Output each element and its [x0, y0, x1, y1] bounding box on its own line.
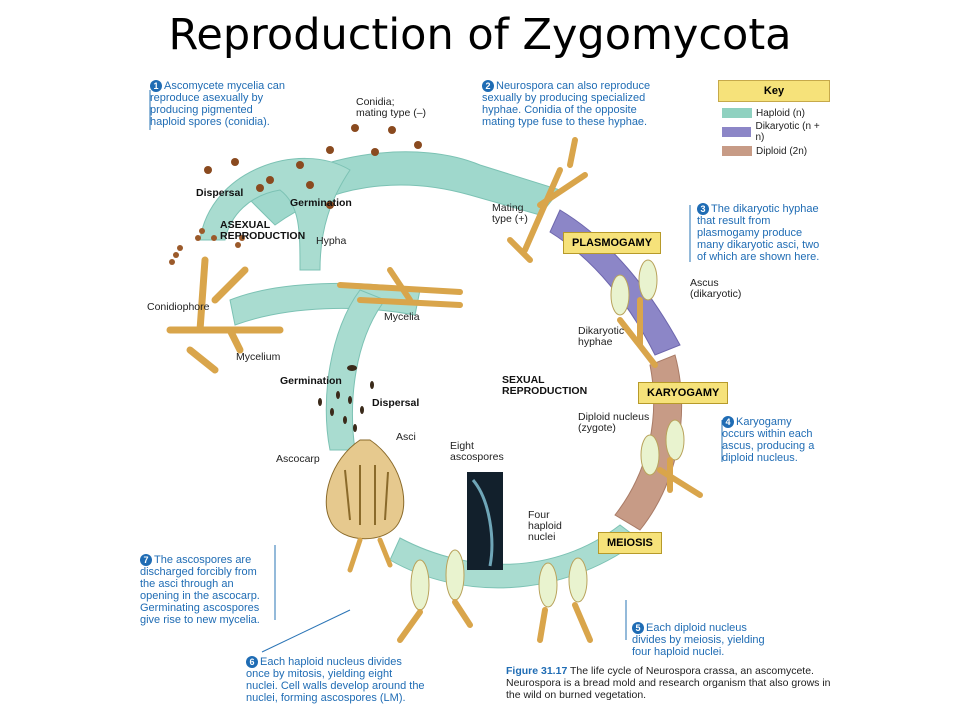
meiosis-asci — [538, 557, 588, 608]
label-four-1: Four — [528, 509, 550, 521]
step-6-number: 6 — [246, 656, 258, 668]
label-dikaryotic-2: hyphae — [578, 336, 613, 348]
label-four-3: nuclei — [528, 531, 556, 543]
stage-plasmogamy: PLASMOGAMY — [563, 232, 662, 254]
caption-text: The life cycle of Neurospora crassa, an … — [506, 665, 831, 701]
label-ascus-1: Ascus — [690, 277, 719, 289]
dikaryotic-hyphae — [617, 297, 658, 368]
label-asexual-2: REPRODUCTION — [220, 230, 306, 242]
label-dispersal-top: Dispersal — [196, 187, 244, 199]
stage-karyogamy: KARYOGAMY — [638, 382, 729, 404]
dikaryotic-swatch-icon — [722, 127, 752, 137]
label-germination-mid: Germination — [280, 375, 342, 387]
step-7-number: 7 — [140, 554, 152, 566]
conidia-spores — [204, 124, 422, 209]
label-dispersal-mid: Dispersal — [372, 397, 420, 409]
figure-caption: Figure 31.17 The life cycle of Neurospor… — [506, 665, 836, 701]
page-title: Reproduction of Zygomycota — [168, 10, 792, 60]
label-conidia: Conidia; — [356, 96, 395, 108]
center-mycelia — [337, 267, 463, 308]
label-four-2: haploid — [528, 520, 562, 532]
label-asexual-1: ASEXUAL — [220, 219, 271, 231]
ascospores-micrograph — [467, 472, 503, 570]
label-ascocarp: Ascocarp — [276, 453, 320, 465]
step-4-number: 4 — [722, 416, 734, 428]
diploid-swatch-icon — [722, 146, 752, 156]
eight-ascospore-asci — [410, 549, 465, 611]
label-hypha: Hypha — [316, 235, 347, 247]
dikaryotic-asci — [610, 259, 658, 316]
label-germination-top: Germination — [290, 197, 352, 209]
key-item-diploid: Diploid (2n) — [718, 143, 830, 159]
stage-meiosis: MEIOSIS — [598, 532, 662, 554]
label-mycelia: Mycelia — [384, 311, 420, 323]
label-mycelium: Mycelium — [236, 351, 281, 363]
conidiophore-chains — [169, 228, 245, 265]
step-2-number: 2 — [482, 80, 494, 92]
ascocarp — [325, 439, 405, 573]
mycelia-arrow — [229, 282, 421, 326]
step-1-text: Ascomycete mycelia can reproduce asexual… — [150, 80, 286, 128]
label-sexual-1: SEXUAL — [502, 374, 545, 386]
label-mating-minus: mating type (–) — [356, 107, 427, 119]
label-diploid-1: Diploid nucleus — [578, 411, 650, 423]
label-asci: Asci — [396, 431, 416, 443]
step-2-text: Neurospora can also reproduce sexually b… — [482, 80, 651, 128]
karyogamy-asci — [640, 419, 685, 476]
leader-lines — [149, 90, 723, 653]
label-eight-2: ascospores — [450, 451, 504, 463]
label-ascus-2: (dikaryotic) — [690, 288, 742, 300]
mating-hypha — [507, 137, 588, 263]
step-3-text: The dikaryotic hyphae that result from p… — [697, 203, 820, 263]
key-diploid-label: Diploid (2n) — [756, 145, 808, 157]
step-5-text: Each diploid nucleus divides by meiosis,… — [632, 622, 765, 658]
step-5-number: 5 — [632, 622, 644, 634]
legend-key: Key Haploid (n) Dikaryotic (n + n) Diplo… — [718, 80, 830, 166]
label-eight-1: Eight — [450, 440, 474, 452]
haploid-swatch-icon — [722, 108, 752, 118]
key-item-dikaryotic: Dikaryotic (n + n) — [718, 121, 830, 143]
step-4-text: Karyogamy occurs within each ascus, prod… — [722, 416, 815, 464]
label-sexual-2: REPRODUCTION — [502, 385, 588, 397]
key-item-haploid: Haploid (n) — [718, 105, 830, 121]
label-conidiophore: Conidiophore — [147, 301, 210, 313]
key-heading: Key — [718, 80, 830, 102]
step-3-number: 3 — [697, 203, 709, 215]
caption-figure-number: Figure 31.17 — [506, 665, 568, 677]
conidiophore-mycelium — [166, 256, 284, 374]
key-dikaryotic-label: Dikaryotic (n + n) — [755, 121, 820, 143]
label-mating-2: type (+) — [492, 213, 528, 225]
step-7-text: The ascospores are discharged forcibly f… — [140, 554, 260, 626]
step-6-text: Each haploid nucleus divides once by mit… — [246, 656, 425, 704]
step-1-number: 1 — [150, 80, 162, 92]
label-dikaryotic-1: Dikaryotic — [578, 325, 625, 337]
label-diploid-2: (zygote) — [578, 422, 616, 434]
discharged-ascospores — [318, 365, 374, 432]
label-mating-1: Mating — [492, 202, 524, 214]
key-haploid-label: Haploid (n) — [756, 107, 805, 119]
